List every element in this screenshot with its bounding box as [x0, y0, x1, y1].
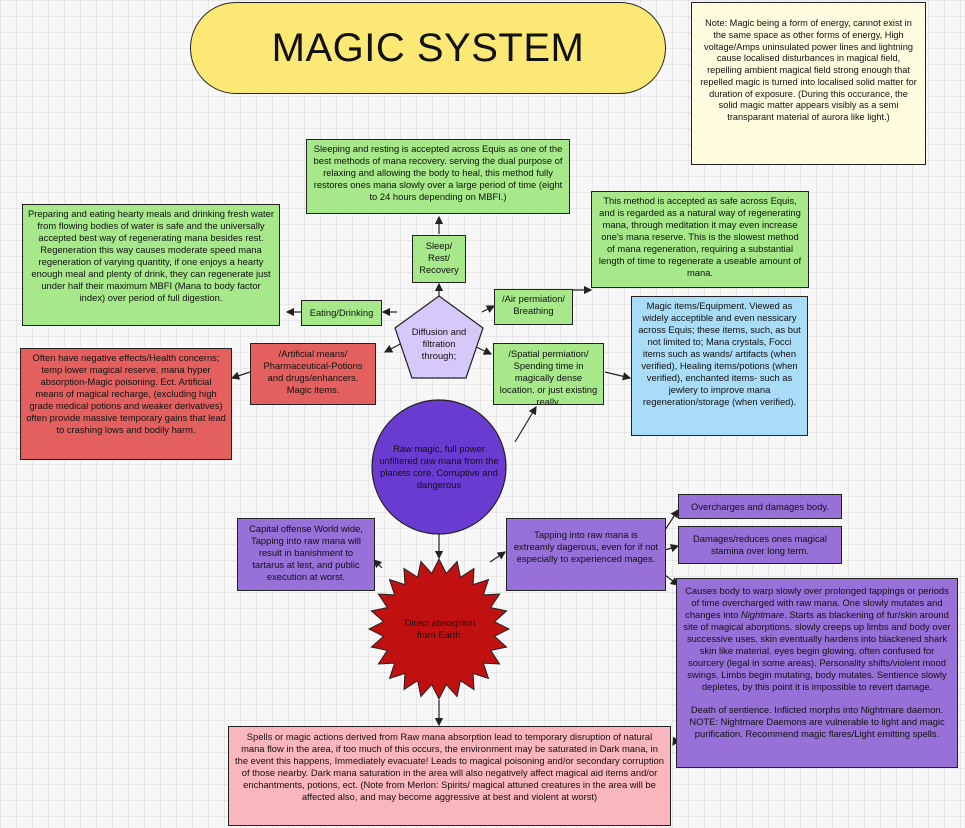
sleep-description: Sleeping and resting is accepted across … [306, 139, 570, 214]
artificial-description: Often have negative effects/Health conce… [20, 348, 232, 460]
page-title: MAGIC SYSTEM [190, 2, 666, 94]
capital-offense-note: Capital offense World wide, Tapping into… [237, 518, 375, 591]
direct-absorption-starburst [367, 557, 511, 701]
warp-text-part3: Death of sentience. Inflicted morphs int… [689, 704, 945, 740]
raw-magic-label: Raw magic, full power unfiltered raw man… [379, 442, 499, 491]
stamina-damage-effect: Damages/reduces ones magical stamina ove… [678, 526, 842, 564]
air-description: This method is accepted as safe across E… [591, 191, 809, 288]
spatial-permiation-node: /Spatial permiation/ Spending time in ma… [493, 343, 604, 405]
eating-description: Preparing and eating hearty meals and dr… [22, 204, 280, 326]
dark-mana-warning: Spells or magic actions derived from Raw… [228, 726, 671, 826]
direct-absorption-label: Direct absorption from Earth. [404, 616, 476, 640]
center-pentagon [394, 295, 484, 379]
nightmare-transformation-description: Causes body to warp slowly over prolonge… [676, 578, 958, 768]
diffusion-filtration-label: Diffusion and filtration through; [411, 325, 467, 362]
overcharge-effect: Overcharges and damages body. [678, 494, 842, 519]
sleep-rest-recovery-node: Sleep/ Rest/ Recovery [412, 235, 466, 283]
energy-note: Note: Magic being a form of energy, cann… [691, 2, 926, 165]
warp-text-part1: Causes body to warp slowly over prolonge… [685, 585, 949, 621]
nightmare-term: Nightmare [740, 609, 785, 621]
air-permiation-node: /Air permiation/ Breathing [494, 289, 573, 325]
warp-text-part2: . Starts as blackening of fur/skin aroun… [683, 609, 951, 693]
artificial-means-node: /Artificial means/ Pharmaceutical-Potion… [250, 343, 376, 405]
magic-items-description: Magic items/Equipment. Viewed as widely … [631, 296, 808, 436]
eating-drinking-node: Eating/Drinking [301, 300, 382, 326]
raw-magic-circle [371, 399, 507, 535]
tapping-raw-mana-node: Tapping into raw mana is extreamly dager… [506, 518, 666, 591]
